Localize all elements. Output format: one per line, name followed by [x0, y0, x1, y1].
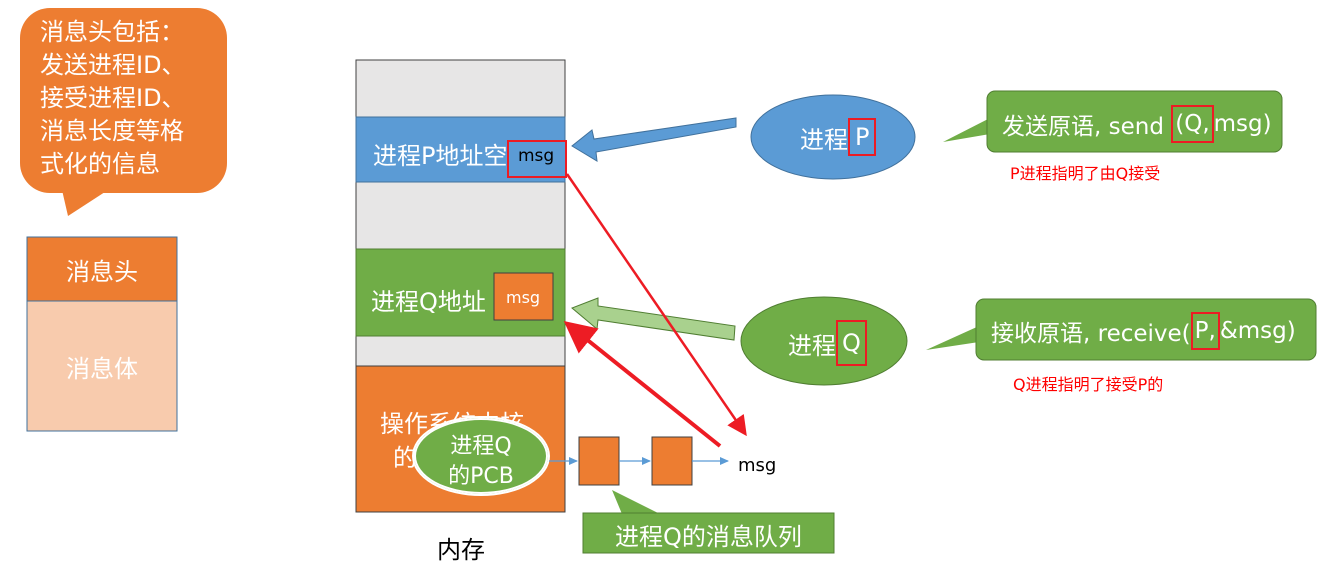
send-callout-text: 发送原语, send (Q, msg) [1002, 105, 1272, 143]
queue-callout-text: 进程Q的消息队列 [615, 523, 802, 551]
message-header-label: 消息头 [66, 257, 138, 286]
message-body-block [26, 300, 178, 432]
header-line-3: 接受进程ID、 [40, 84, 186, 112]
send-block-arrow [571, 117, 737, 162]
header-callout-shape [20, 8, 227, 216]
receive-arg-p: P, [1190, 312, 1220, 350]
kernel-label-line2: 的 [393, 444, 417, 472]
q-msg-label: msg [506, 288, 541, 307]
pcb-line-2: 的PCB [448, 464, 514, 489]
message-body-label: 消息体 [66, 354, 138, 383]
red-arrow-to-queue [565, 173, 747, 437]
memory-caption: 内存 [437, 536, 485, 564]
p-msg-label: msg [518, 146, 555, 166]
send-suffix: msg) [1213, 111, 1272, 137]
receive-block-arrow [571, 297, 736, 341]
send-arg-q: (Q, [1171, 105, 1214, 143]
receive-suffix: &msg) [1219, 318, 1296, 344]
receive-callout-text: 接收原语, receive(P, &msg) [991, 312, 1296, 350]
q-space-label: 进程Q地址 [371, 288, 486, 316]
p-space-label: 进程P地址空间 [373, 142, 532, 170]
pcb-line-1: 进程Q [450, 434, 512, 459]
header-line-5: 式化的信息 [40, 150, 160, 178]
queue-callout-shape [582, 490, 835, 554]
process-p-id: P [848, 118, 877, 156]
process-q-id: Q [836, 320, 867, 366]
receive-callout-shape [926, 298, 1317, 361]
queue-node-1 [578, 436, 620, 486]
q-msg-box [493, 272, 554, 321]
receive-prefix: 接收原语, receive( [991, 321, 1191, 347]
red-arrow-to-q [563, 321, 722, 448]
queue-msg-label: msg [738, 455, 777, 476]
send-note: P进程指明了由Q接受 [1010, 164, 1161, 183]
pcb-oval-cover [414, 418, 548, 494]
header-line-2: 发送进程ID、 [40, 51, 186, 79]
send-prefix: 发送原语, send [1002, 114, 1164, 140]
process-p-prefix: 进程 [800, 125, 848, 154]
header-callout-text: 消息头包括： 发送进程ID、 接受进程ID、 消息长度等格 式化的信息 [40, 16, 220, 181]
header-line-4: 消息长度等格 [40, 117, 184, 145]
process-q-prefix: 进程 [788, 331, 836, 360]
receive-note: Q进程指明了接受P的 [1013, 375, 1164, 394]
message-header-block [26, 236, 178, 302]
process-p-oval [750, 94, 916, 180]
p-msg-highlight [507, 140, 567, 178]
queue-node-2 [651, 436, 693, 486]
header-line-1: 消息头包括： [40, 18, 184, 46]
